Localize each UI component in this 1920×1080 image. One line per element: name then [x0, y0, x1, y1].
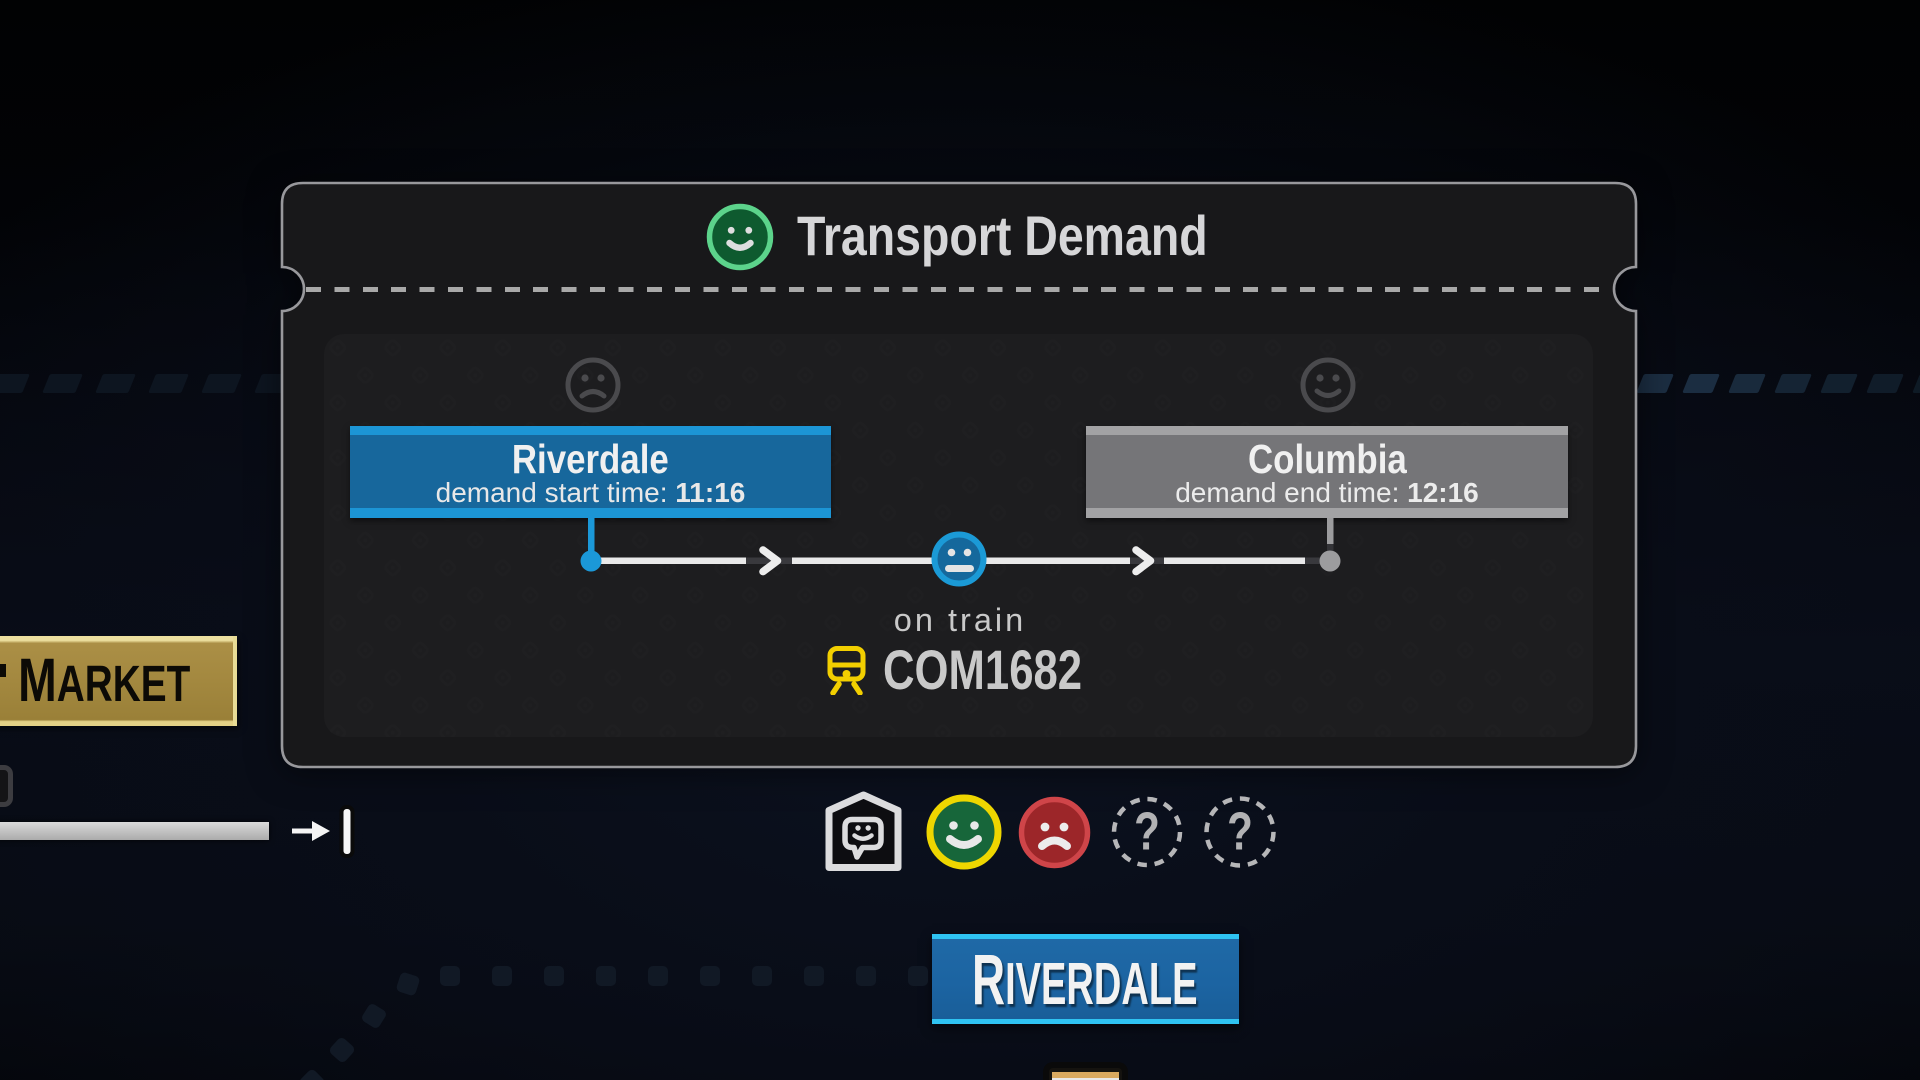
svg-text:?: ? — [1227, 802, 1253, 862]
svg-text:?: ? — [1134, 802, 1160, 862]
